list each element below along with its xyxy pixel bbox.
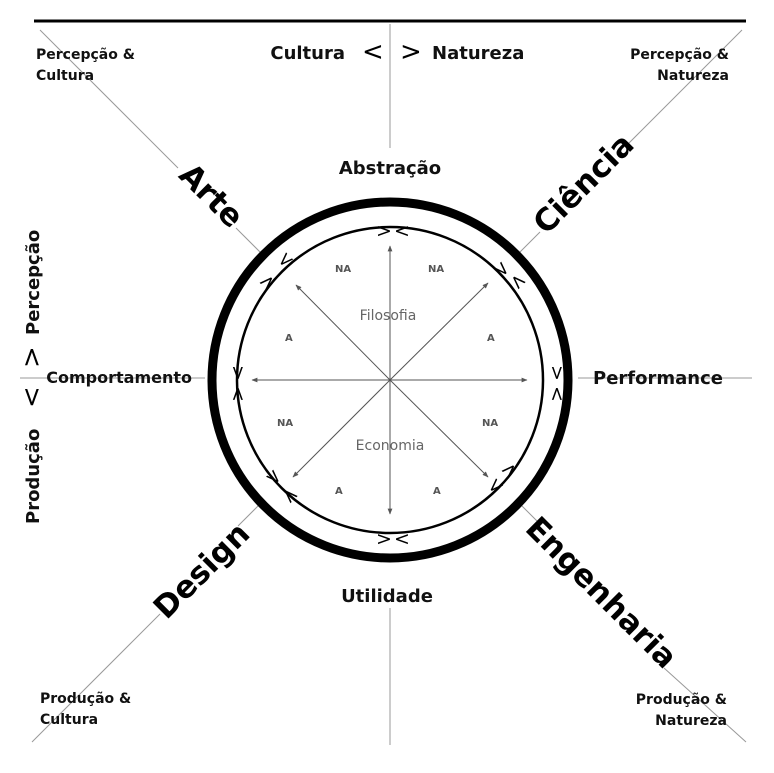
- diagonal-line-tl-upper: [39, 29, 179, 169]
- chevron-bottom-right: >: [376, 528, 392, 550]
- a-lower-left: A: [335, 486, 343, 497]
- corner-tr-line1: Percepção &: [630, 47, 729, 63]
- top-heading-left: Cultura: [270, 43, 345, 64]
- axis-label-bottom: Utilidade: [341, 586, 433, 607]
- discipline-engineering: Engenharia: [518, 510, 684, 676]
- arrow-up-left: [295, 284, 391, 381]
- inner-label-lower: Economia: [356, 438, 425, 454]
- axis-label-left: Comportamento: [46, 368, 192, 387]
- a-right-upper: A: [487, 333, 495, 344]
- arrow-down-right: [389, 379, 489, 478]
- corner-bottom-right: Produção & Natureza: [636, 692, 727, 729]
- left-heading: Percepção > < Produção: [17, 230, 47, 524]
- chevron-top-right: >: [376, 220, 392, 242]
- inner-label-upper: Filosofia: [360, 308, 417, 324]
- a-left-upper: A: [285, 333, 293, 344]
- axis-label-right: Performance: [593, 368, 723, 389]
- arrow-down-left: [292, 379, 391, 478]
- corner-top-left: Percepção & Cultura: [36, 47, 135, 84]
- chevron-nw-upper: <: [272, 247, 299, 274]
- diagonal-line-tr-upper: [627, 29, 743, 145]
- a-lower-right: A: [433, 486, 441, 497]
- left-heading-lt: <: [17, 386, 47, 408]
- top-heading-lt: <: [362, 37, 384, 67]
- left-heading-gt: >: [17, 346, 47, 368]
- chevron-top-left: <: [394, 220, 410, 242]
- inner-arrows: [251, 245, 528, 515]
- corner-tl-line2: Cultura: [36, 68, 94, 84]
- corner-br-line2: Natureza: [655, 713, 727, 729]
- inner-circle: [235, 225, 545, 535]
- quadrant-markers: NA NA A A NA NA A A: [277, 264, 498, 497]
- top-heading-gt: >: [400, 37, 422, 67]
- corner-bl-line2: Cultura: [40, 712, 98, 728]
- left-heading-top: Percepção: [23, 230, 44, 335]
- corner-tr-line2: Natureza: [657, 68, 729, 84]
- corner-br-line1: Produção &: [636, 692, 727, 708]
- corner-top-right: Percepção & Natureza: [630, 47, 729, 84]
- axis-label-top: Abstração: [339, 158, 441, 179]
- corner-bl-line1: Produção &: [40, 691, 131, 707]
- na-left-lower: NA: [277, 418, 293, 429]
- diagonal-line-tr-lower: [517, 231, 541, 255]
- chevron-right-lower: <: [546, 386, 568, 402]
- top-heading: Cultura < > Natureza: [270, 37, 524, 67]
- na-right-lower: NA: [482, 418, 498, 429]
- na-upper-left: NA: [335, 264, 351, 275]
- chevron-left-lower: <: [227, 386, 249, 402]
- discipline-science: Ciência: [527, 127, 642, 242]
- diagonal-line-br-lower: [663, 667, 747, 743]
- diagonal-line-tl-lower: [235, 227, 263, 255]
- diagonal-line-bl-lower: [31, 613, 161, 743]
- outer-circle: [207, 197, 573, 563]
- left-heading-bottom: Produção: [23, 429, 44, 524]
- na-upper-right: NA: [428, 264, 444, 275]
- top-heading-right: Natureza: [432, 43, 524, 64]
- discipline-design: Design: [147, 516, 257, 626]
- discipline-art: Arte: [172, 157, 251, 236]
- chevron-bottom-left: <: [394, 528, 410, 550]
- corner-tl-line1: Percepção &: [36, 47, 135, 63]
- chevron-nw-lower: >: [254, 269, 281, 296]
- arrow-up-right: [389, 282, 489, 381]
- chevron-left-upper: >: [227, 365, 249, 381]
- chevron-right-upper: >: [546, 365, 568, 381]
- corner-bottom-left: Produção & Cultura: [40, 691, 131, 728]
